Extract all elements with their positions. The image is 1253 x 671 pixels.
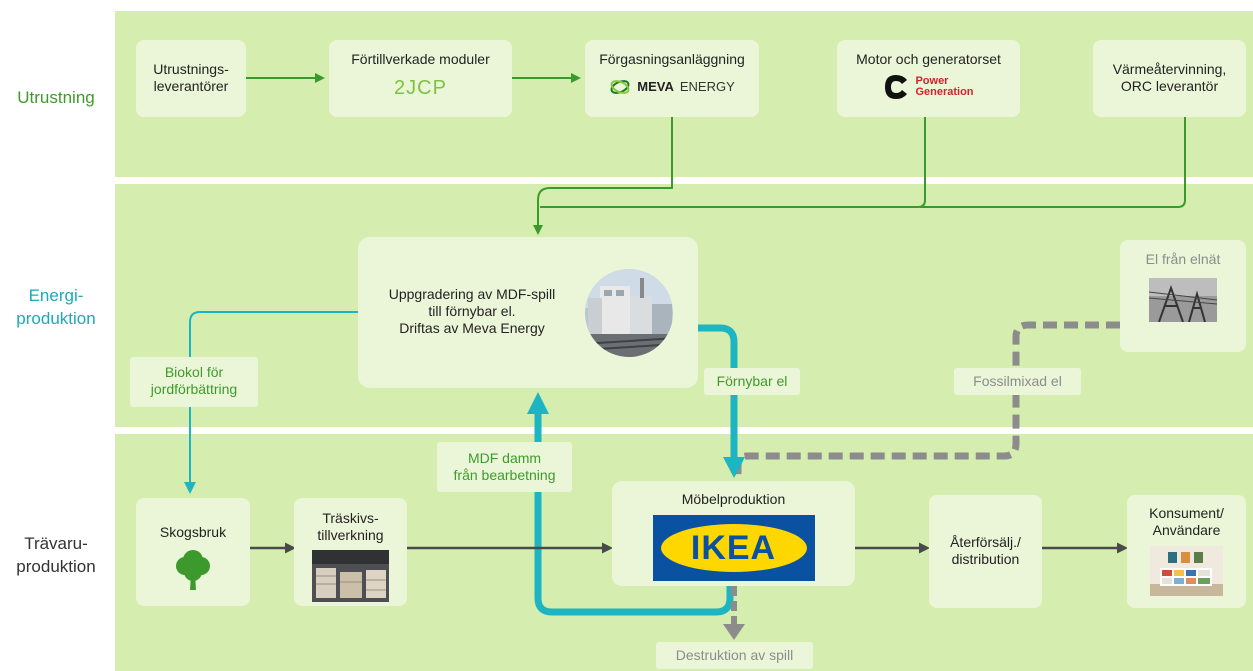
arrowhead-mdf-damm (527, 392, 549, 414)
arrow-suppliers-to-uppgradering (533, 117, 673, 235)
ikea-logo-text: IKEA (690, 529, 777, 567)
arrowhead-fornybar-el (723, 457, 745, 478)
varme-line2: ORC leverantör (1120, 78, 1219, 94)
gasification-plant-photo (585, 269, 673, 357)
label-fossilmixad-el: Fossilmixad el (954, 368, 1081, 395)
row-label-energiproduktion: Energi- produktion (0, 284, 112, 330)
konsument-line2: Användare (1152, 522, 1221, 538)
ikea-logo: IKEA (652, 515, 815, 581)
tree-icon (176, 550, 210, 590)
cummins-logo: Power Generation (837, 74, 1020, 100)
meva-bold: MEVA (637, 79, 674, 94)
box-aterforsaljning: Återförsälj./ distribution (929, 495, 1042, 608)
row-label-travaru-line2: produktion (16, 557, 96, 576)
skogsbruk-title: Skogsbruk (159, 524, 227, 540)
cummins-line1: Power (915, 75, 949, 87)
cummins-c-icon (885, 75, 908, 99)
row-label-energi-line2: produktion (16, 309, 96, 328)
mobel-title: Möbelproduktion (681, 491, 786, 507)
label-biokol: Biokol för jordförbättring (130, 357, 258, 407)
row-label-travaruproduktion: Trävaru- produktion (0, 532, 112, 578)
box-konsument: Konsument/ Användare (1127, 495, 1246, 608)
utrustningslev-line1: Utrustnings- (153, 61, 229, 77)
cummins-line2: Generation (915, 86, 974, 98)
row-label-travaru-line1: Trävaru- (24, 534, 88, 553)
fornybar-el-text: Förnybar el (716, 373, 788, 389)
box-varmeatervinning: Värmeåtervinning, ORC leverantör (1093, 40, 1246, 117)
label-destruktion: Destruktion av spill (656, 642, 813, 669)
arrowhead-destruktion (723, 624, 745, 640)
meva-energy-logo: MEVA ENERGY (585, 78, 759, 95)
box-mobelproduktion: Möbelproduktion IKEA (612, 481, 855, 586)
box-el-fran-elnat: El från elnät (1120, 240, 1246, 352)
box-utrustningsleverantorer: Utrustnings- leverantörer (136, 40, 246, 117)
aterfors-line2: distribution (951, 551, 1020, 567)
varme-line1: Värmeåtervinning, (1112, 61, 1227, 77)
aterfors-line1: Återförsälj./ (950, 534, 1021, 550)
arrow-fornybar-el (698, 324, 738, 458)
utrustningslev-line2: leverantörer (153, 78, 229, 94)
biokol-line2: jordförbättring (150, 381, 238, 397)
motor-title: Motor och generatorset (856, 51, 1001, 67)
meva-swirl-icon (610, 79, 630, 94)
box-fortillverkade-moduler: Förtillverkade moduler 2JCP (329, 40, 512, 117)
biokol-line1: Biokol för (164, 364, 224, 380)
forgasning-title: Förgasningsanläggning (599, 51, 745, 67)
fortillverkade-title: Förtillverkade moduler (351, 51, 490, 67)
uppgradering-line3: Driftas av Meva Energy (399, 320, 545, 336)
power-grid-photo (1149, 278, 1217, 322)
mdf-line2: från bearbetning (453, 467, 556, 483)
arrow-biokol-to-skogsbruk (184, 311, 358, 494)
label-mdf-damm: MDF damm från bearbetning (437, 442, 572, 492)
box-traskivstillverkning: Träskivs- tillverkning (294, 498, 407, 606)
traskiv-line1: Träskivs- (322, 510, 379, 526)
row-label-utrustning-text: Utrustning (17, 88, 95, 107)
el-elnat-title: El från elnät (1145, 251, 1221, 267)
meva-light: ENERGY (679, 79, 735, 94)
row-label-energi-line1: Energi- (28, 286, 84, 305)
arrow-mdf-damm (534, 414, 734, 616)
fossilmixad-el-text: Fossilmixad el (973, 373, 1062, 389)
living-room-photo (1150, 546, 1223, 596)
arrow-fossilmixad-el (734, 321, 1120, 480)
konsument-line1: Konsument/ (1149, 505, 1224, 521)
jcp-logo: 2JCP (394, 77, 447, 99)
box-uppgradering: Uppgradering av MDF-spill till förnybar … (358, 237, 698, 388)
uppgradering-line1: Uppgradering av MDF-spill (388, 286, 556, 302)
box-motor-generatorset: Motor och generatorset Power Generation (837, 40, 1020, 117)
mdf-line1: MDF damm (467, 450, 542, 466)
line-motor-merge (540, 117, 926, 208)
row-label-utrustning: Utrustning (0, 86, 112, 109)
sawmill-photo (312, 550, 389, 602)
box-forgasningsanlaggning: Förgasningsanläggning MEVA ENERGY (585, 40, 759, 117)
traskiv-line2: tillverkning (317, 527, 384, 543)
label-fornybar-el: Förnybar el (704, 368, 800, 395)
destruktion-text: Destruktion av spill (675, 647, 794, 663)
uppgradering-line2: till förnybar el. (428, 303, 516, 319)
box-skogsbruk: Skogsbruk (136, 498, 250, 606)
line-varme-merge (920, 117, 1186, 208)
